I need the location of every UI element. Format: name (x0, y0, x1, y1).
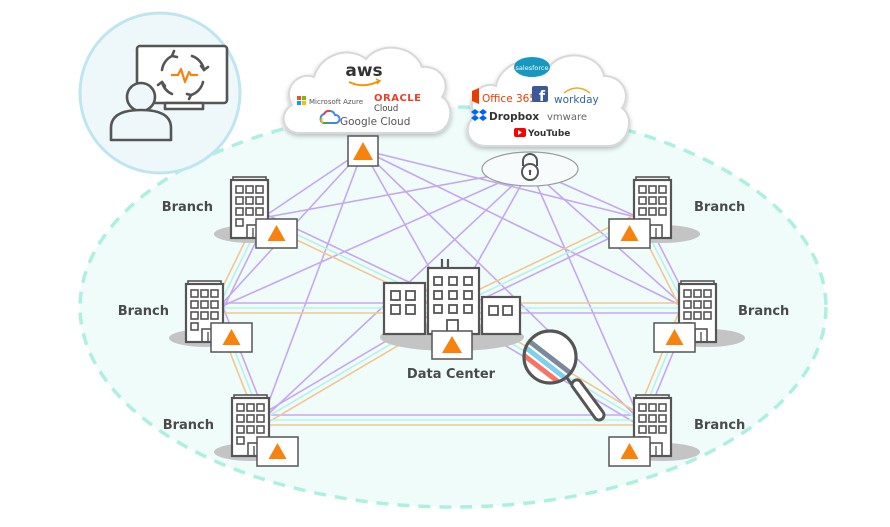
google-cloud-logo: Google Cloud (319, 109, 410, 128)
svg-text:f: f (539, 89, 546, 105)
branch-label: Branch (118, 304, 169, 319)
branch-bottom-right[interactable]: Branch (608, 394, 745, 467)
branch-appliance[interactable] (608, 218, 651, 249)
branch-label: Branch (162, 200, 213, 215)
svg-text:Cloud: Cloud (374, 104, 398, 114)
link-top-right-dc-orange (449, 212, 639, 305)
pulse-icon (171, 67, 198, 84)
branch-label: Branch (694, 200, 745, 215)
branch-label: Branch (738, 304, 789, 319)
svg-text:aws: aws (345, 61, 382, 81)
svg-text:Microsoft Azure: Microsoft Azure (309, 98, 363, 106)
branch-appliance[interactable] (256, 436, 299, 467)
svg-text:Office 365: Office 365 (482, 93, 536, 105)
branch-mid-right[interactable]: Branch (653, 280, 789, 353)
magnifier-icon[interactable] (517, 329, 606, 422)
appliance-triangle-icon (353, 142, 373, 160)
appliance-triangle-icon (620, 443, 639, 459)
branch-appliance[interactable] (608, 436, 651, 467)
branch-bottom-left[interactable]: Branch (163, 394, 299, 467)
svg-text:salesforce: salesforce (516, 64, 549, 72)
branch-appliance[interactable] (210, 322, 253, 353)
saas-gateway[interactable] (481, 151, 579, 187)
svg-text:Google Cloud: Google Cloud (340, 116, 410, 128)
svg-text:YouTube: YouTube (527, 129, 570, 139)
lock-icon (521, 153, 539, 181)
vmware-logo: vmware (547, 112, 587, 123)
branch-appliance[interactable] (255, 218, 298, 249)
appliance-triangle-icon (267, 225, 286, 241)
data-center-label: Data Center (407, 367, 496, 382)
svg-text:ORACLE: ORACLE (374, 93, 421, 104)
iaas-appliance[interactable] (347, 135, 379, 167)
svg-text:vmware: vmware (547, 112, 587, 123)
appliance-triangle-icon (222, 329, 241, 345)
workday-logo: workday (554, 87, 599, 106)
link-iaas-bottom-left-purple (261, 149, 364, 421)
branch-label: Branch (694, 418, 745, 433)
link-saas-mid-left-purple (217, 168, 531, 309)
branch-label: Branch (163, 418, 214, 433)
branch-top-right[interactable]: Branch (608, 176, 745, 249)
monitor-node[interactable] (78, 11, 242, 175)
branch-building-icon (677, 280, 718, 344)
oracle-logo: ORACLE Cloud (374, 93, 421, 114)
branch-appliance[interactable] (653, 322, 696, 353)
data-center[interactable]: Data Center (380, 259, 524, 382)
link-saas-top-left-purple (261, 168, 531, 219)
link-iaas-top-left-purple (261, 149, 364, 219)
branch-building-icon (229, 176, 270, 240)
microsoft-logo: Microsoft Azure (297, 96, 363, 106)
salesforce-logo: salesforce (514, 57, 550, 77)
link-saas-bottom-right-purple (529, 168, 641, 421)
dropbox-logo: Dropbox (471, 109, 539, 123)
youtube-logo: YouTube (514, 128, 570, 139)
appliance-triangle-icon (268, 443, 287, 459)
link-iaas-top-right-purple (362, 149, 641, 219)
appliance-triangle-icon (620, 225, 639, 241)
svg-text:workday: workday (554, 94, 599, 106)
appliance-triangle-icon (665, 329, 684, 345)
office-logo: Office 365 (472, 88, 536, 105)
link-iaas-mid-right-purple (362, 149, 687, 309)
aws-logo: aws (345, 61, 383, 87)
branch-mid-left[interactable]: Branch (118, 280, 253, 353)
svg-text:Dropbox: Dropbox (489, 111, 539, 123)
facebook-logo: f (532, 86, 548, 105)
appliance-triangle-icon (442, 336, 462, 353)
branch-top-left[interactable]: Branch (162, 176, 298, 249)
